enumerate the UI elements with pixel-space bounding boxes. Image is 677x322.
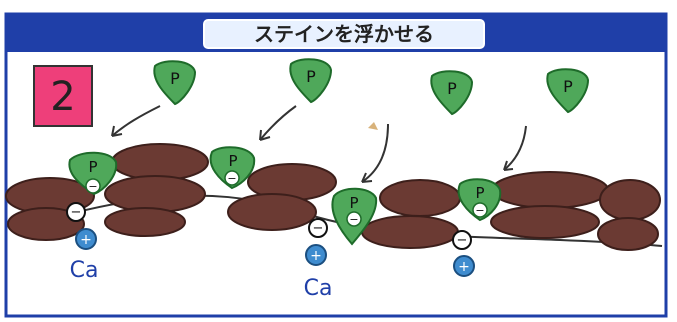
phosphate-label: P (228, 152, 237, 170)
minus-sign: − (475, 204, 484, 217)
minus-icon (346, 211, 362, 227)
minus-icon (308, 218, 328, 238)
phosphate-label: P (170, 69, 180, 88)
phosphate-icon: P (546, 68, 590, 114)
minus-sign: − (71, 205, 82, 220)
binding-site: P − − + (452, 178, 502, 277)
minus-sign: − (313, 221, 324, 236)
enamel-prism (491, 171, 609, 209)
page-title: ステインを浮かせる (254, 22, 434, 46)
arrow-icon (503, 125, 527, 171)
enamel-prism (104, 207, 186, 237)
arrows (111, 105, 527, 183)
plus-icon (453, 255, 475, 277)
enamel-prism (361, 215, 459, 249)
arrow-icon (259, 105, 297, 141)
small-mark (368, 122, 378, 130)
phosphate-icon: P (153, 60, 197, 106)
plus-icon (75, 228, 97, 250)
binding-site: P − − + Ca (66, 151, 118, 283)
phosphate-label: P (563, 77, 573, 96)
phosphate-label: P (306, 67, 316, 86)
floating-stains: P P P P (153, 58, 590, 116)
binding-site: P − − + Ca (304, 187, 378, 301)
phosphate-icon: P (430, 70, 474, 116)
phosphate-label: P (88, 158, 97, 176)
bound-stains: P − − + Ca P − P − − + Ca (66, 146, 502, 301)
phosphate-icon (209, 146, 256, 190)
minus-icon (472, 202, 488, 218)
minus-icon (66, 202, 86, 222)
plus-sign: + (80, 232, 92, 248)
enamel-prism (227, 193, 317, 231)
enamel-prism (7, 207, 85, 241)
phosphate-icon (457, 178, 502, 222)
enamel-prism (111, 143, 209, 181)
phosphate-icon: P (289, 58, 333, 104)
enamel-prism (599, 179, 661, 221)
binding-site: P − (209, 146, 256, 190)
minus-sign: − (457, 233, 468, 248)
step-badge (33, 65, 93, 127)
plus-sign: + (458, 259, 470, 275)
enamel-prism (490, 205, 600, 239)
minus-icon (224, 170, 240, 186)
enamel-prism (104, 175, 206, 213)
minus-sign: − (227, 172, 236, 185)
minus-sign: − (349, 213, 358, 226)
minus-sign: − (88, 180, 97, 193)
plus-icon (305, 244, 327, 266)
arrow-icon (111, 105, 161, 137)
minus-icon (452, 230, 472, 250)
arrow-icon (361, 123, 389, 183)
minus-icon (85, 178, 101, 194)
phosphate-icon (68, 151, 118, 196)
enamel-prism (379, 179, 461, 217)
plus-sign: + (310, 248, 322, 264)
title-plate (203, 19, 485, 49)
step-number: 2 (50, 74, 75, 120)
calcium-label: Ca (70, 258, 99, 283)
calcium-label: Ca (304, 276, 333, 301)
phosphate-label: P (447, 79, 457, 98)
phosphate-label: P (475, 184, 484, 202)
phosphate-label: P (349, 194, 358, 212)
enamel-prism (597, 217, 659, 251)
